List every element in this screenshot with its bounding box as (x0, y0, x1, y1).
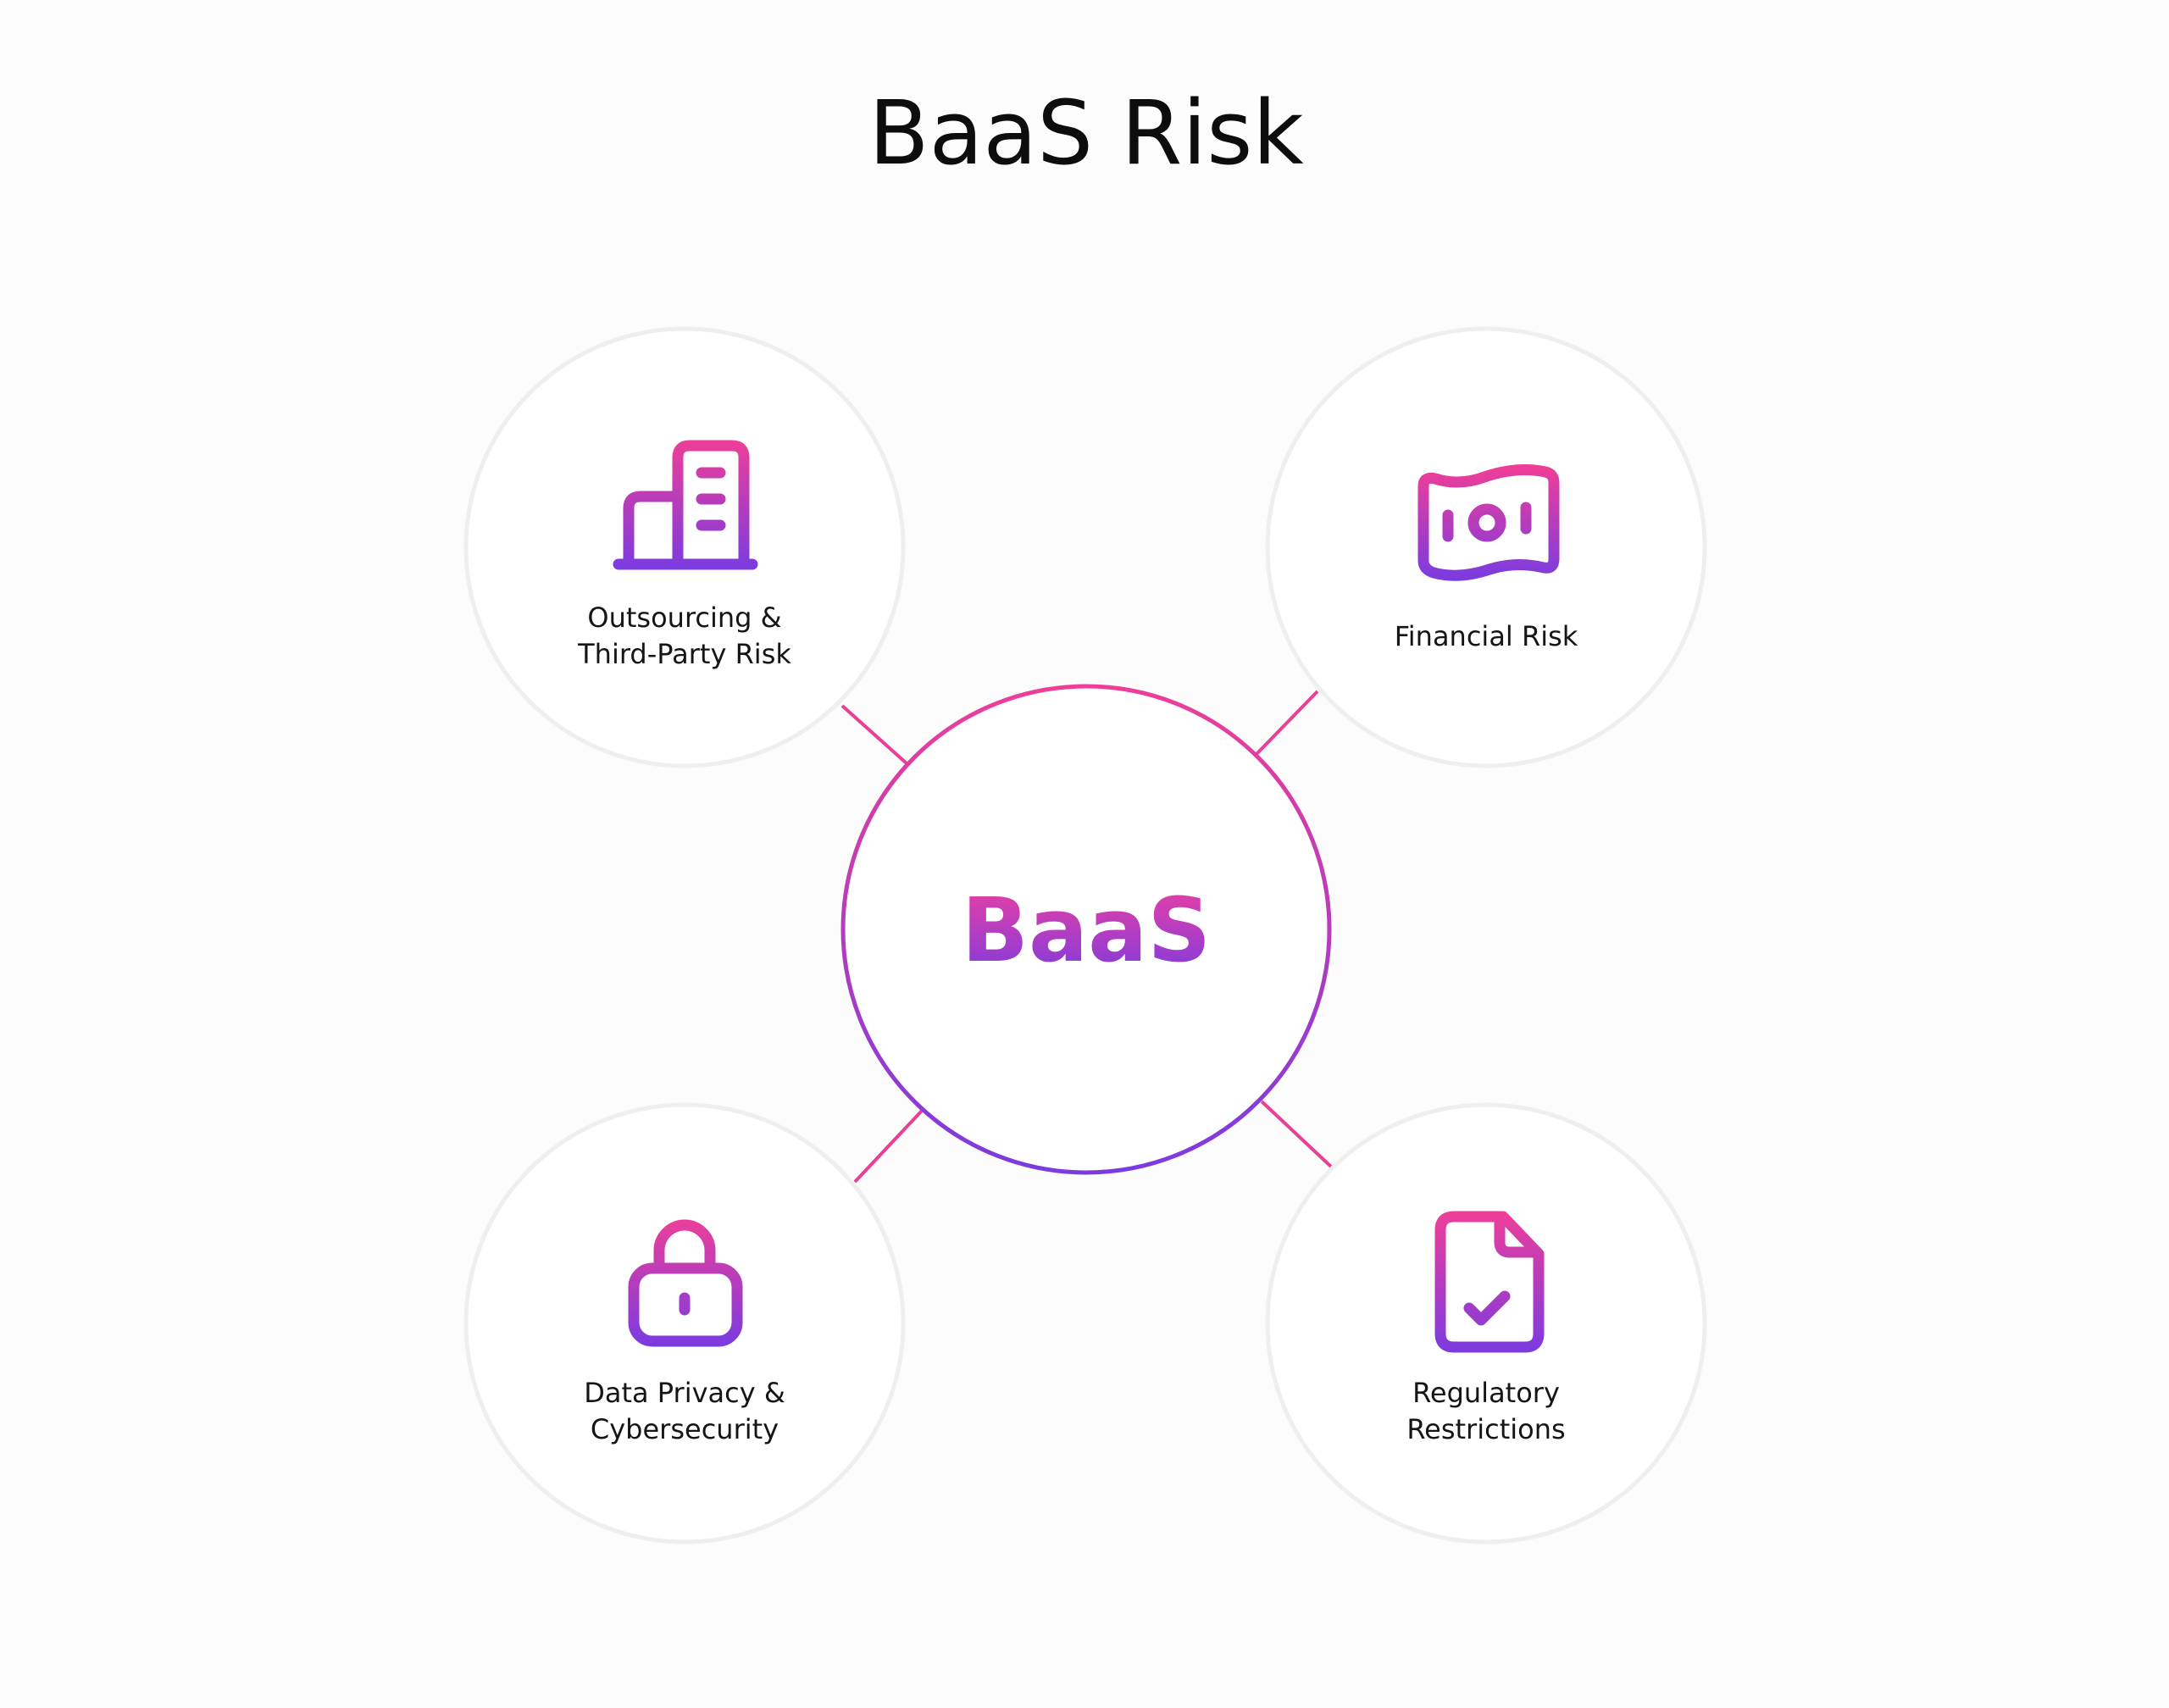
document-check-icon (1434, 1211, 1545, 1353)
node-outsourcing-third-party-risk: Outsourcing & Third-Party Risk (463, 326, 906, 768)
node-label: Outsourcing & (587, 602, 781, 634)
connector-line (1255, 690, 1319, 756)
money-icon (1417, 464, 1560, 581)
node-label: Cybersecurity (591, 1413, 779, 1445)
connector-line (840, 704, 908, 765)
node-label: Data Privacy & (584, 1377, 785, 1409)
node-label: Financial Risk (1395, 620, 1578, 652)
connector-line (853, 1109, 924, 1184)
node-label: Regulatory (1412, 1377, 1560, 1409)
node-regulatory-restrictions: Regulatory Restrictions (1265, 1102, 1707, 1544)
lock-icon (628, 1219, 743, 1347)
node-label: Restrictions (1406, 1413, 1565, 1445)
connector-line (1260, 1100, 1333, 1168)
page-title: BaaS Risk (868, 81, 1303, 185)
node-label: Third-Party Risk (577, 638, 791, 670)
node-data-privacy-cybersecurity: Data Privacy & Cybersecurity (463, 1102, 906, 1544)
center-node-baas: BaaS (840, 684, 1332, 1175)
building-icon (613, 440, 758, 570)
center-label: BaaS (962, 879, 1212, 982)
node-financial-risk: Financial Risk (1265, 326, 1707, 768)
